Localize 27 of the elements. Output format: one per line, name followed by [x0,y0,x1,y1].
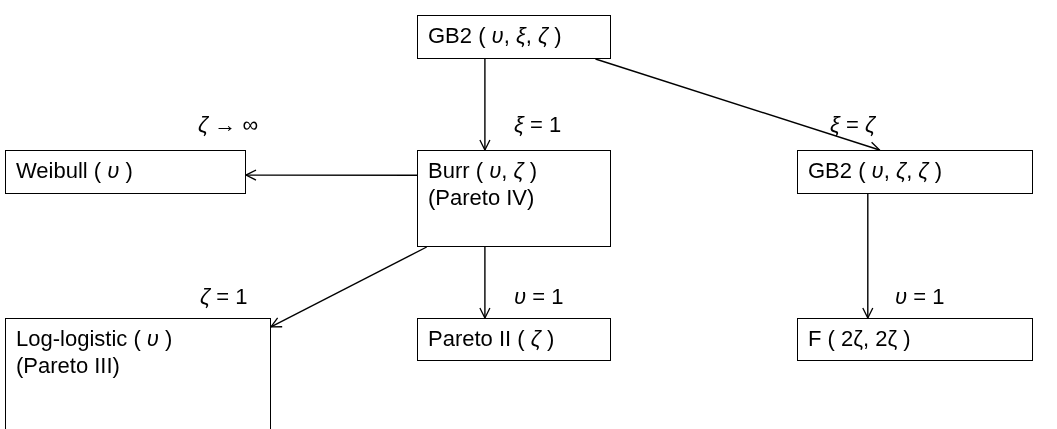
distribution-name: Burr ( υ, ζ ) [428,157,538,184]
arrow [862,193,874,319]
distribution-box [417,150,611,247]
distribution-name: Pareto II ( ζ ) [428,325,555,352]
edge-label: ζ = 1 [200,284,248,310]
alias-name: (Pareto III) [16,352,120,379]
edge-label: ξ = 1 [514,112,562,138]
arrow [479,58,491,151]
distribution-box [797,318,1033,361]
distribution-name: Weibull ( υ ) [16,157,133,184]
distribution-box [5,318,271,429]
arrow [245,169,418,181]
distribution-name: GB2 ( υ, ζ, ζ ) [808,157,942,184]
distribution-box [797,150,1033,194]
distribution-name: GB2 ( υ, ξ, ζ ) [428,22,562,49]
distribution-box [417,15,611,59]
edge-label: ζ → ∞ [198,112,259,138]
arrow [270,246,428,328]
alias-name: (Pareto IV) [428,184,535,211]
distribution-name: Log-logistic ( υ ) [16,325,173,352]
distribution-box [417,318,611,361]
edge-label: ξ = ζ [830,112,876,138]
distribution-name: F ( 2ζ, 2ζ ) [808,325,911,352]
arrow [479,246,491,319]
edge-label: υ = 1 [895,284,945,310]
distribution-box [5,150,246,194]
edge-label: υ = 1 [514,284,564,310]
